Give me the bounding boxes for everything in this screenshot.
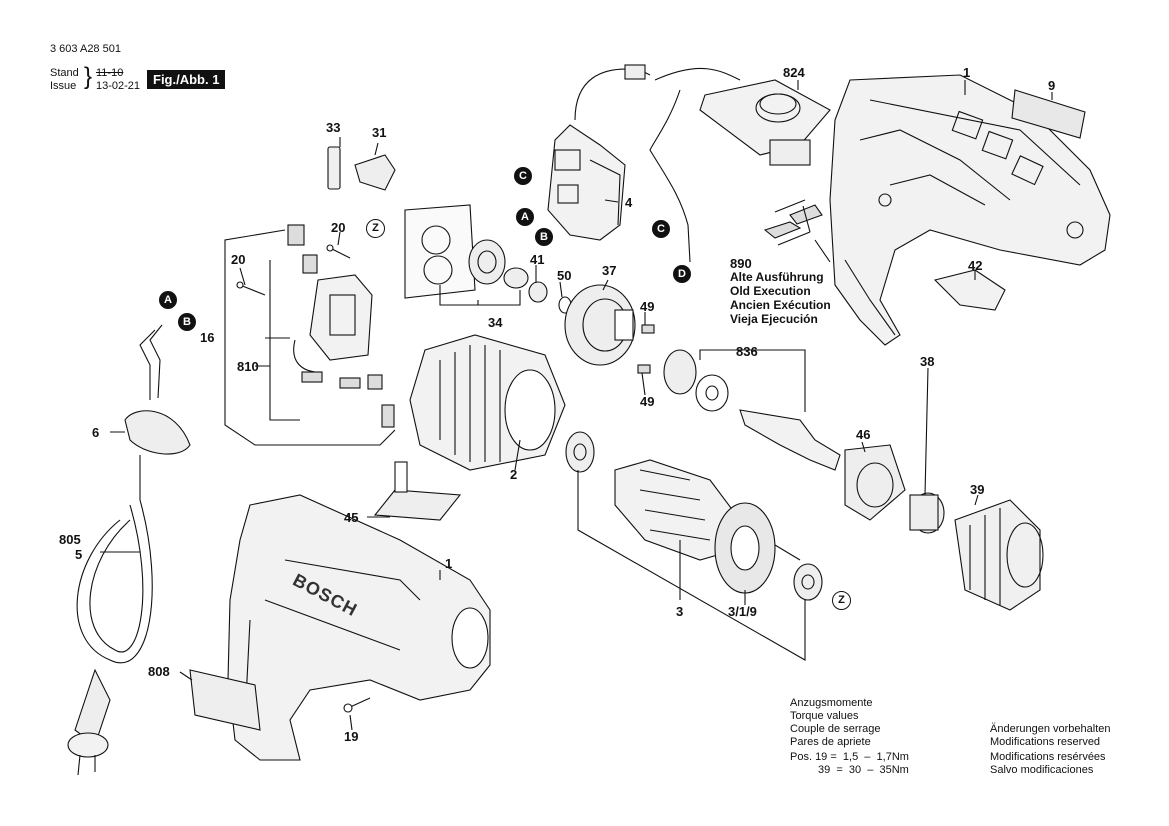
issue-label: Issue xyxy=(50,80,77,92)
torque-pos-39: 39 = 30 – 35Nm xyxy=(818,764,909,776)
issue-date: 13-02-21 xyxy=(96,80,141,92)
marker-z-bearing: Z xyxy=(832,591,851,610)
flange-46 xyxy=(844,444,906,521)
part-number-31: 31 xyxy=(372,125,387,140)
part-number-45: 45 xyxy=(344,510,359,525)
switch-4 xyxy=(547,124,626,241)
part-number-808: 808 xyxy=(148,664,170,679)
part-number-1-lower: 1 xyxy=(445,556,453,571)
execution-note-de: Alte Ausführung xyxy=(730,270,824,284)
part-number-810: 810 xyxy=(237,359,259,374)
marker-a-cord: A xyxy=(159,291,177,309)
brush-holder-assembly xyxy=(287,224,395,428)
marker-z-plate: Z xyxy=(366,219,385,238)
part-33 xyxy=(327,146,341,190)
speed-control-824 xyxy=(699,79,831,166)
modifications-de: Änderungen vorbehalten xyxy=(990,723,1111,735)
part-number-19: 19 xyxy=(344,729,359,744)
torque-heading-es: Pares de apriete xyxy=(790,736,871,748)
part-number-50: 50 xyxy=(557,268,572,283)
torque-pos-19: Pos. 19 = 1,5 – 1,7Nm xyxy=(790,751,909,763)
brace-icon: } xyxy=(84,63,93,90)
part-number-5: 5 xyxy=(75,547,83,562)
part-number-37: 37 xyxy=(602,263,617,278)
part-number-49: 49 xyxy=(640,299,655,314)
modifications-fr: Modifications resérvées xyxy=(990,751,1106,763)
gear-37 xyxy=(564,284,636,366)
housing-half-bottom xyxy=(227,494,491,761)
part-number-42: 42 xyxy=(968,258,983,273)
part-number-20: 20 xyxy=(331,220,346,235)
power-cord xyxy=(67,324,191,776)
part-number-4: 4 xyxy=(625,195,633,210)
part-number-49-lower: 49 xyxy=(640,394,655,409)
document-number: 3 603 A28 501 xyxy=(50,43,121,55)
part-number-2: 2 xyxy=(510,467,518,482)
housing-half-top xyxy=(829,74,1111,346)
part-number-38: 38 xyxy=(920,354,935,369)
modifications-es: Salvo modificaciones xyxy=(990,764,1094,776)
figure-label: Fig./Abb. 1 xyxy=(147,70,226,89)
stand-label: Stand xyxy=(50,67,79,79)
marker-c-wire: C xyxy=(652,220,670,238)
execution-note-en: Old Execution xyxy=(730,284,811,298)
part-number-46: 46 xyxy=(856,427,871,442)
marker-d-wire: D xyxy=(673,265,691,283)
part-number-1: 1 xyxy=(963,65,971,80)
part-number-3-1-9: 3/1/9 xyxy=(728,604,757,619)
part-number-836: 836 xyxy=(736,344,758,359)
part-number-824: 824 xyxy=(783,65,805,80)
execution-note-es: Vieja Ejecución xyxy=(730,312,818,326)
part-number-16: 16 xyxy=(200,330,215,345)
stator-2 xyxy=(409,334,566,471)
part-number-34: 34 xyxy=(488,315,503,330)
marker-b-switch: B xyxy=(535,228,553,246)
part-number-805: 805 xyxy=(59,532,81,547)
part-number-20-lower: 20 xyxy=(231,252,246,267)
part-number-41: 41 xyxy=(530,252,545,267)
chuck-39 xyxy=(954,499,1044,611)
modifications-en: Modifications reserved xyxy=(990,736,1101,748)
part-31 xyxy=(354,154,396,191)
part-number-3: 3 xyxy=(676,604,684,619)
torque-heading-en: Torque values xyxy=(790,710,859,722)
part-number-890: 890 xyxy=(730,256,752,271)
part-number-39: 39 xyxy=(970,482,985,497)
part-number-33: 33 xyxy=(326,120,341,135)
torque-heading-fr: Couple de serrage xyxy=(790,723,881,735)
execution-note-fr: Ancien Exécution xyxy=(730,298,831,312)
part-number-9: 9 xyxy=(1048,78,1056,93)
armature-3 xyxy=(614,459,801,594)
marker-b-cord: B xyxy=(178,313,196,331)
label-plate-9 xyxy=(1011,89,1086,139)
marker-a-switch: A xyxy=(516,208,534,226)
torque-heading-de: Anzugsmomente xyxy=(790,697,873,709)
part-number-6: 6 xyxy=(92,425,100,440)
plate-z xyxy=(404,204,476,299)
marker-c-upper: C xyxy=(514,167,532,185)
stand-date: 11-10 xyxy=(96,67,124,79)
